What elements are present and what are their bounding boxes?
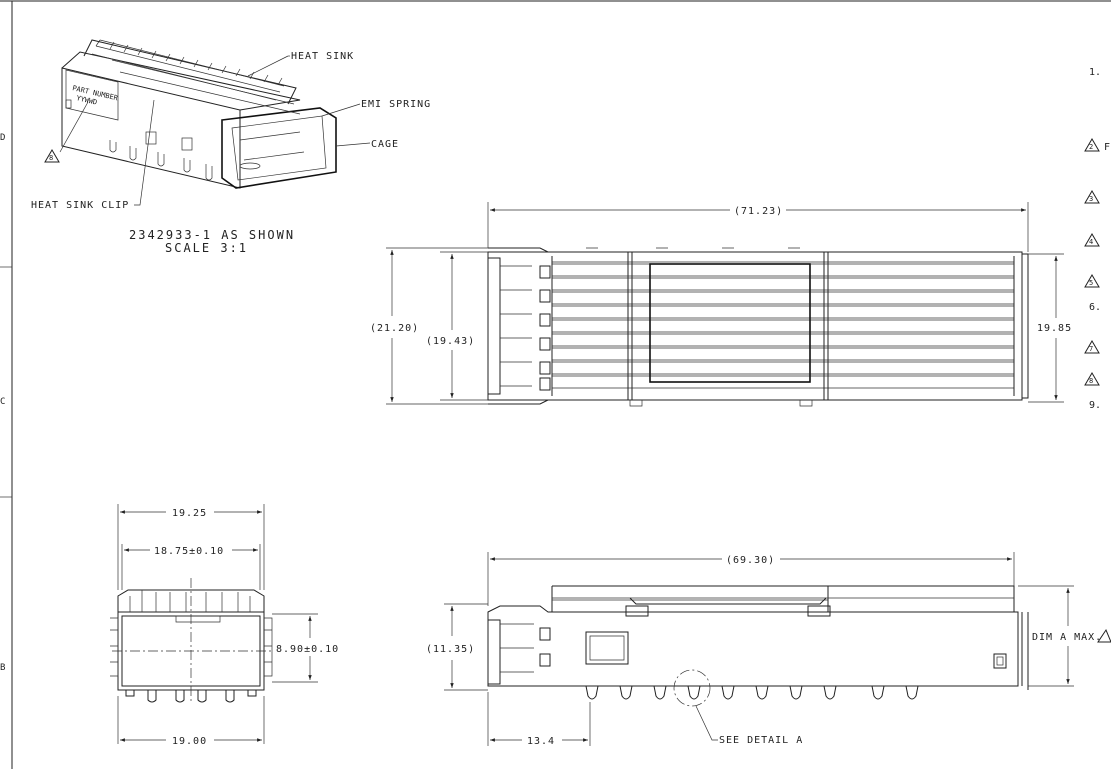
cage-pins [109, 131, 213, 181]
svg-text:3: 3 [1089, 195, 1093, 203]
svg-text:4: 4 [1089, 238, 1093, 246]
side-view: SEE DETAIL A (69.30) (11.35) 13.4 DIM A … [426, 552, 1111, 747]
zone-b: B [0, 663, 5, 673]
front-view: 19.25 18.75±0.10 8.90±0.10 19.00 [110, 504, 339, 747]
note-7: 7 [1084, 340, 1100, 354]
note-4: 4 [1084, 233, 1100, 247]
see-detail-a: SEE DETAIL A [719, 735, 803, 746]
svg-text:8: 8 [49, 154, 53, 162]
detail-a-circle [673, 669, 711, 707]
heat-sink-fin-lines [552, 261, 1014, 389]
side-pins [585, 685, 919, 700]
note-9: 9. [1089, 400, 1101, 411]
heat-sink-clip-callout: HEAT SINK CLIP [31, 200, 129, 211]
dim-side-height: (11.35) [426, 644, 475, 655]
note-5: 5 [1084, 274, 1100, 288]
top-view: (71.23) (21.20) (19.43) 19.85 [370, 202, 1072, 407]
note-3: 3 [1084, 190, 1100, 204]
svg-text:7: 7 [1089, 345, 1093, 353]
dim-front-top: 19.25 [172, 508, 207, 519]
heat-sink-callout: HEAT SINK [291, 51, 354, 62]
cage-callout: CAGE [371, 139, 399, 150]
emi-spring-callout: EMI SPRING [361, 99, 431, 110]
note-1: 1. [1089, 67, 1101, 78]
dim-overall-width: (21.20) [370, 323, 419, 334]
note-6: 6. [1089, 302, 1101, 313]
zone-markers: D C B [0, 133, 5, 673]
svg-text:F: F [1104, 142, 1110, 153]
top-front-tabs [539, 265, 551, 391]
dim-front-bottom: 19.00 [172, 736, 207, 747]
svg-text:5: 5 [1089, 279, 1093, 287]
zone-c: C [0, 397, 5, 407]
side-front-tabs [539, 627, 551, 667]
dim-front-height: 8.90±0.10 [276, 644, 339, 655]
caption-line-2: SCALE 3:1 [165, 241, 248, 255]
notes-column: 1. 2 F 3 4 5 6. 7 8 9. [1084, 67, 1110, 411]
iso-flag-triangle: 8 [44, 149, 60, 163]
cage-body [61, 67, 241, 189]
side-outline [487, 605, 1019, 687]
dim-right-width: 19.85 [1037, 323, 1072, 334]
dim-a-max: DIM A MAX. [1032, 632, 1102, 643]
dim-top-length: (71.23) [734, 206, 783, 217]
caption-line-1: 2342933-1 AS SHOWN [129, 228, 295, 242]
dim-front-inner: 18.75±0.10 [154, 546, 224, 557]
heat-sink-fins [83, 39, 301, 115]
svg-text:2: 2 [1089, 143, 1093, 151]
note-2: 2 F [1084, 138, 1110, 153]
dim-side-length: (69.30) [726, 555, 775, 566]
isometric-view: PART NUMBER YYWWD HEAT SINK EMI SPRING C… [31, 39, 431, 255]
heat-sink-clip-top [649, 263, 811, 383]
cage-opening [221, 107, 337, 189]
zone-d: D [0, 133, 5, 143]
svg-text:8: 8 [1089, 377, 1093, 385]
front-pins [125, 690, 257, 703]
dim-side-offset: 13.4 [527, 736, 555, 747]
dim-inner-width: (19.43) [426, 336, 475, 347]
note-8: 8 [1084, 372, 1100, 386]
